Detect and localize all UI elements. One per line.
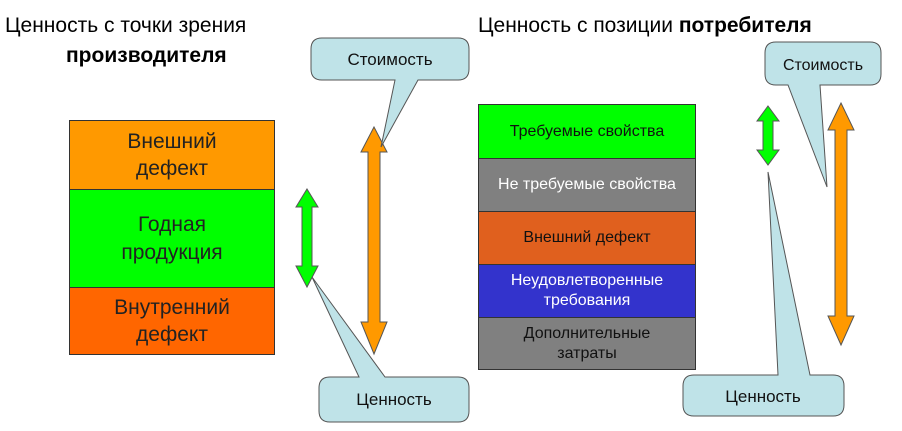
producer-value-stack: Внешний дефект Годная продукция Внутренн… bbox=[69, 120, 275, 355]
value-callout-right-label: Ценность bbox=[725, 387, 801, 406]
left-title-line2: производителя bbox=[66, 45, 227, 66]
stack-block-internal-defect: Внутренний дефект bbox=[70, 287, 274, 354]
right-title-bold: потребителя bbox=[678, 14, 812, 37]
block-label: Внутренний дефект bbox=[114, 295, 230, 346]
stack-block-additional-costs: Дополнительные затраты bbox=[479, 317, 695, 369]
value-callout-right bbox=[682, 171, 845, 417]
cost-callout-left bbox=[310, 37, 470, 148]
stack-block-unmet-requirements: Неудовлетворенные требования bbox=[479, 264, 695, 317]
right-title-normal: Ценность с позиции bbox=[478, 14, 679, 37]
block-label: Годная продукция bbox=[121, 213, 223, 264]
left-title-line1: Ценность с точки зрения bbox=[5, 14, 247, 37]
cost-callout-right bbox=[764, 41, 882, 188]
right-title: Ценность с позиции потребителя bbox=[478, 15, 812, 36]
stack-block-unrequired-properties: Не требуемые свойства bbox=[479, 158, 695, 211]
stack-block-required-properties: Требуемые свойства bbox=[479, 105, 695, 158]
block-label: Дополнительные затраты bbox=[523, 324, 651, 362]
cost-range-arrow-right bbox=[827, 101, 855, 347]
cost-callout-left-label: Стоимость bbox=[347, 50, 432, 69]
block-label: Требуемые свойства bbox=[509, 122, 665, 140]
stack-block-external-defect: Внешний дефект bbox=[70, 121, 274, 189]
block-label: Внешний дефект bbox=[127, 129, 217, 180]
stack-block-good-product: Годная продукция bbox=[70, 189, 274, 287]
consumer-value-stack: Требуемые свойства Не требуемые свойства… bbox=[478, 104, 696, 370]
block-label: Неудовлетворенные требования bbox=[510, 272, 664, 309]
cost-callout-right-label: Стоимость bbox=[783, 57, 863, 74]
value-range-arrow-left bbox=[295, 188, 319, 289]
value-range-arrow-right bbox=[756, 105, 780, 166]
block-label: Внешний дефект bbox=[523, 229, 651, 246]
left-title-bold: производителя bbox=[66, 44, 227, 67]
value-callout-left bbox=[311, 276, 470, 423]
stack-block-external-defect: Внешний дефект bbox=[479, 211, 695, 264]
value-callout-left-label: Ценность bbox=[356, 390, 432, 409]
cost-range-arrow-left bbox=[360, 125, 388, 356]
block-label: Не требуемые свойства bbox=[498, 176, 676, 193]
